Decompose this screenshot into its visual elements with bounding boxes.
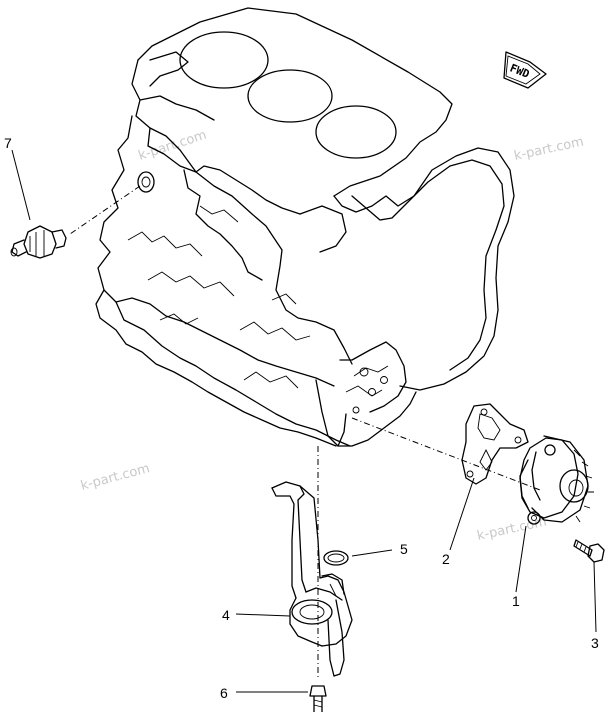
switch-centerline xyxy=(69,185,141,235)
callout-leader-5 xyxy=(351,549,393,557)
callout-leader-4 xyxy=(235,613,291,617)
callout-4: 4 xyxy=(222,607,230,623)
pump-centerline xyxy=(351,417,541,491)
watermark: k-part.com xyxy=(513,135,585,164)
strainer-bolt xyxy=(309,685,327,712)
engine-block xyxy=(95,7,515,447)
callout-leader-2 xyxy=(449,477,475,551)
callout-leader-7 xyxy=(11,149,31,221)
cylinder-bore xyxy=(247,69,333,123)
cylinder-bore xyxy=(179,31,269,89)
oil-strainer xyxy=(271,481,353,677)
watermark: k-part.com xyxy=(476,515,548,544)
callout-leader-1 xyxy=(515,525,527,593)
callout-2: 2 xyxy=(442,551,450,567)
fwd-badge: FWD xyxy=(503,51,547,89)
pump-bolt xyxy=(573,539,605,563)
callout-3: 3 xyxy=(591,635,599,651)
callout-leader-3 xyxy=(593,561,597,633)
callout-1: 1 xyxy=(512,593,520,609)
callout-6: 6 xyxy=(220,685,228,701)
oil-pump xyxy=(519,435,594,525)
callout-5: 5 xyxy=(400,541,408,557)
watermark: k-part.com xyxy=(79,461,151,494)
cylinder-bore xyxy=(315,105,397,159)
oil-pump-gasket xyxy=(461,403,529,485)
oil-pressure-switch xyxy=(10,225,67,259)
callout-7: 7 xyxy=(4,135,12,151)
o-ring xyxy=(323,550,349,566)
